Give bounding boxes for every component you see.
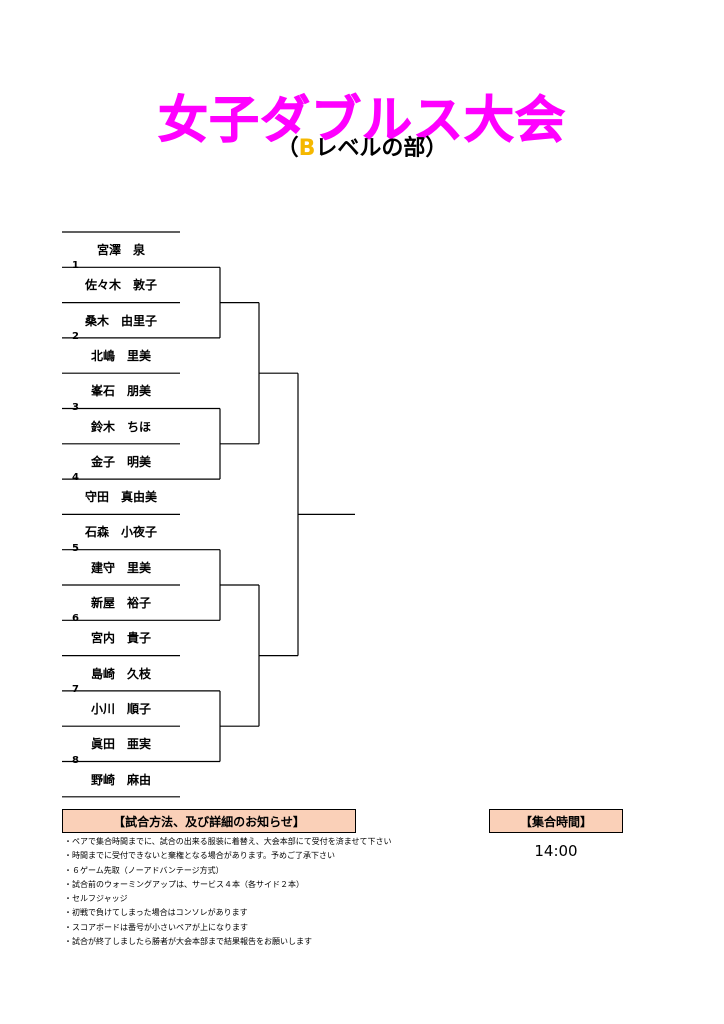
player-name: 桑木 由里子 [84, 313, 157, 328]
notice-item: ・試合前のウォーミングアップは、サービス４本（各サイド２本） [64, 879, 304, 889]
player-name: 峯石 朋美 [90, 384, 151, 399]
player-name: 眞田 亜実 [90, 737, 151, 752]
player-name: 金子 明美 [90, 454, 151, 469]
player-name: 鈴木 ちほ [90, 419, 151, 434]
player-name: 守田 真由美 [84, 490, 157, 505]
player-name: 佐々木 敦子 [84, 278, 157, 293]
notice-item: ・６ゲーム先取（ノーアドバンテージ方式） [64, 865, 224, 875]
notice-item: ・ペアで集合時間までに、試合の出来る服装に着替え、大会本部にて受付を済ませて下さ… [64, 837, 392, 846]
player-name: 建守 里美 [90, 560, 151, 575]
seed-number: 3 [72, 401, 79, 413]
player-name: 石森 小夜子 [84, 525, 157, 540]
subtitle-level: B [298, 136, 316, 161]
player-name: 宮内 貴子 [90, 631, 151, 646]
subtitle-open: （ [276, 136, 299, 161]
seed-number: 4 [72, 472, 79, 484]
page-title: 女子ダブルス大会 [158, 91, 566, 150]
notice-item: ・セルフジャッジ [64, 894, 128, 904]
seed-number: 8 [72, 754, 79, 766]
notice-item: ・スコアボードは番号が小さいペアが上になります [64, 922, 248, 932]
player-name: 野崎 麻由 [90, 772, 151, 787]
notice-list: ・ペアで集合時間までに、試合の出来る服装に着替え、大会本部にて受付を済ませて下さ… [64, 835, 392, 949]
notice-heading: 【試合方法、及び詳細のお知らせ】 [62, 809, 356, 833]
notice-item: ・初戦で負けてしまった場合はコンソレがあります [64, 908, 248, 918]
player-name: 新屋 裕子 [90, 596, 151, 610]
meeting-time-value: 14:00 [534, 842, 578, 860]
seed-number: 2 [72, 330, 79, 342]
seed-number: 5 [72, 542, 79, 554]
seed-number: 1 [72, 260, 79, 272]
subtitle-rest: レベルの部） [315, 136, 448, 161]
player-name: 島崎 久枝 [90, 666, 151, 681]
seed-number: 6 [72, 613, 79, 625]
seed-number: 7 [72, 683, 79, 695]
page-subtitle: （Bレベルの部） [0, 130, 724, 162]
player-name: 宮澤 泉 [96, 243, 145, 257]
player-name: 北嶋 里美 [90, 348, 151, 363]
notice-item: ・時間までに受付できないと棄権となる場合があります。予めご了承下さい [64, 851, 335, 861]
meeting-time-heading: 【集合時間】 [489, 809, 623, 833]
notice-item: ・試合が終了しましたら勝者が大会本部まで結果報告をお願いします [64, 937, 312, 947]
player-name: 小川 順子 [90, 701, 151, 716]
